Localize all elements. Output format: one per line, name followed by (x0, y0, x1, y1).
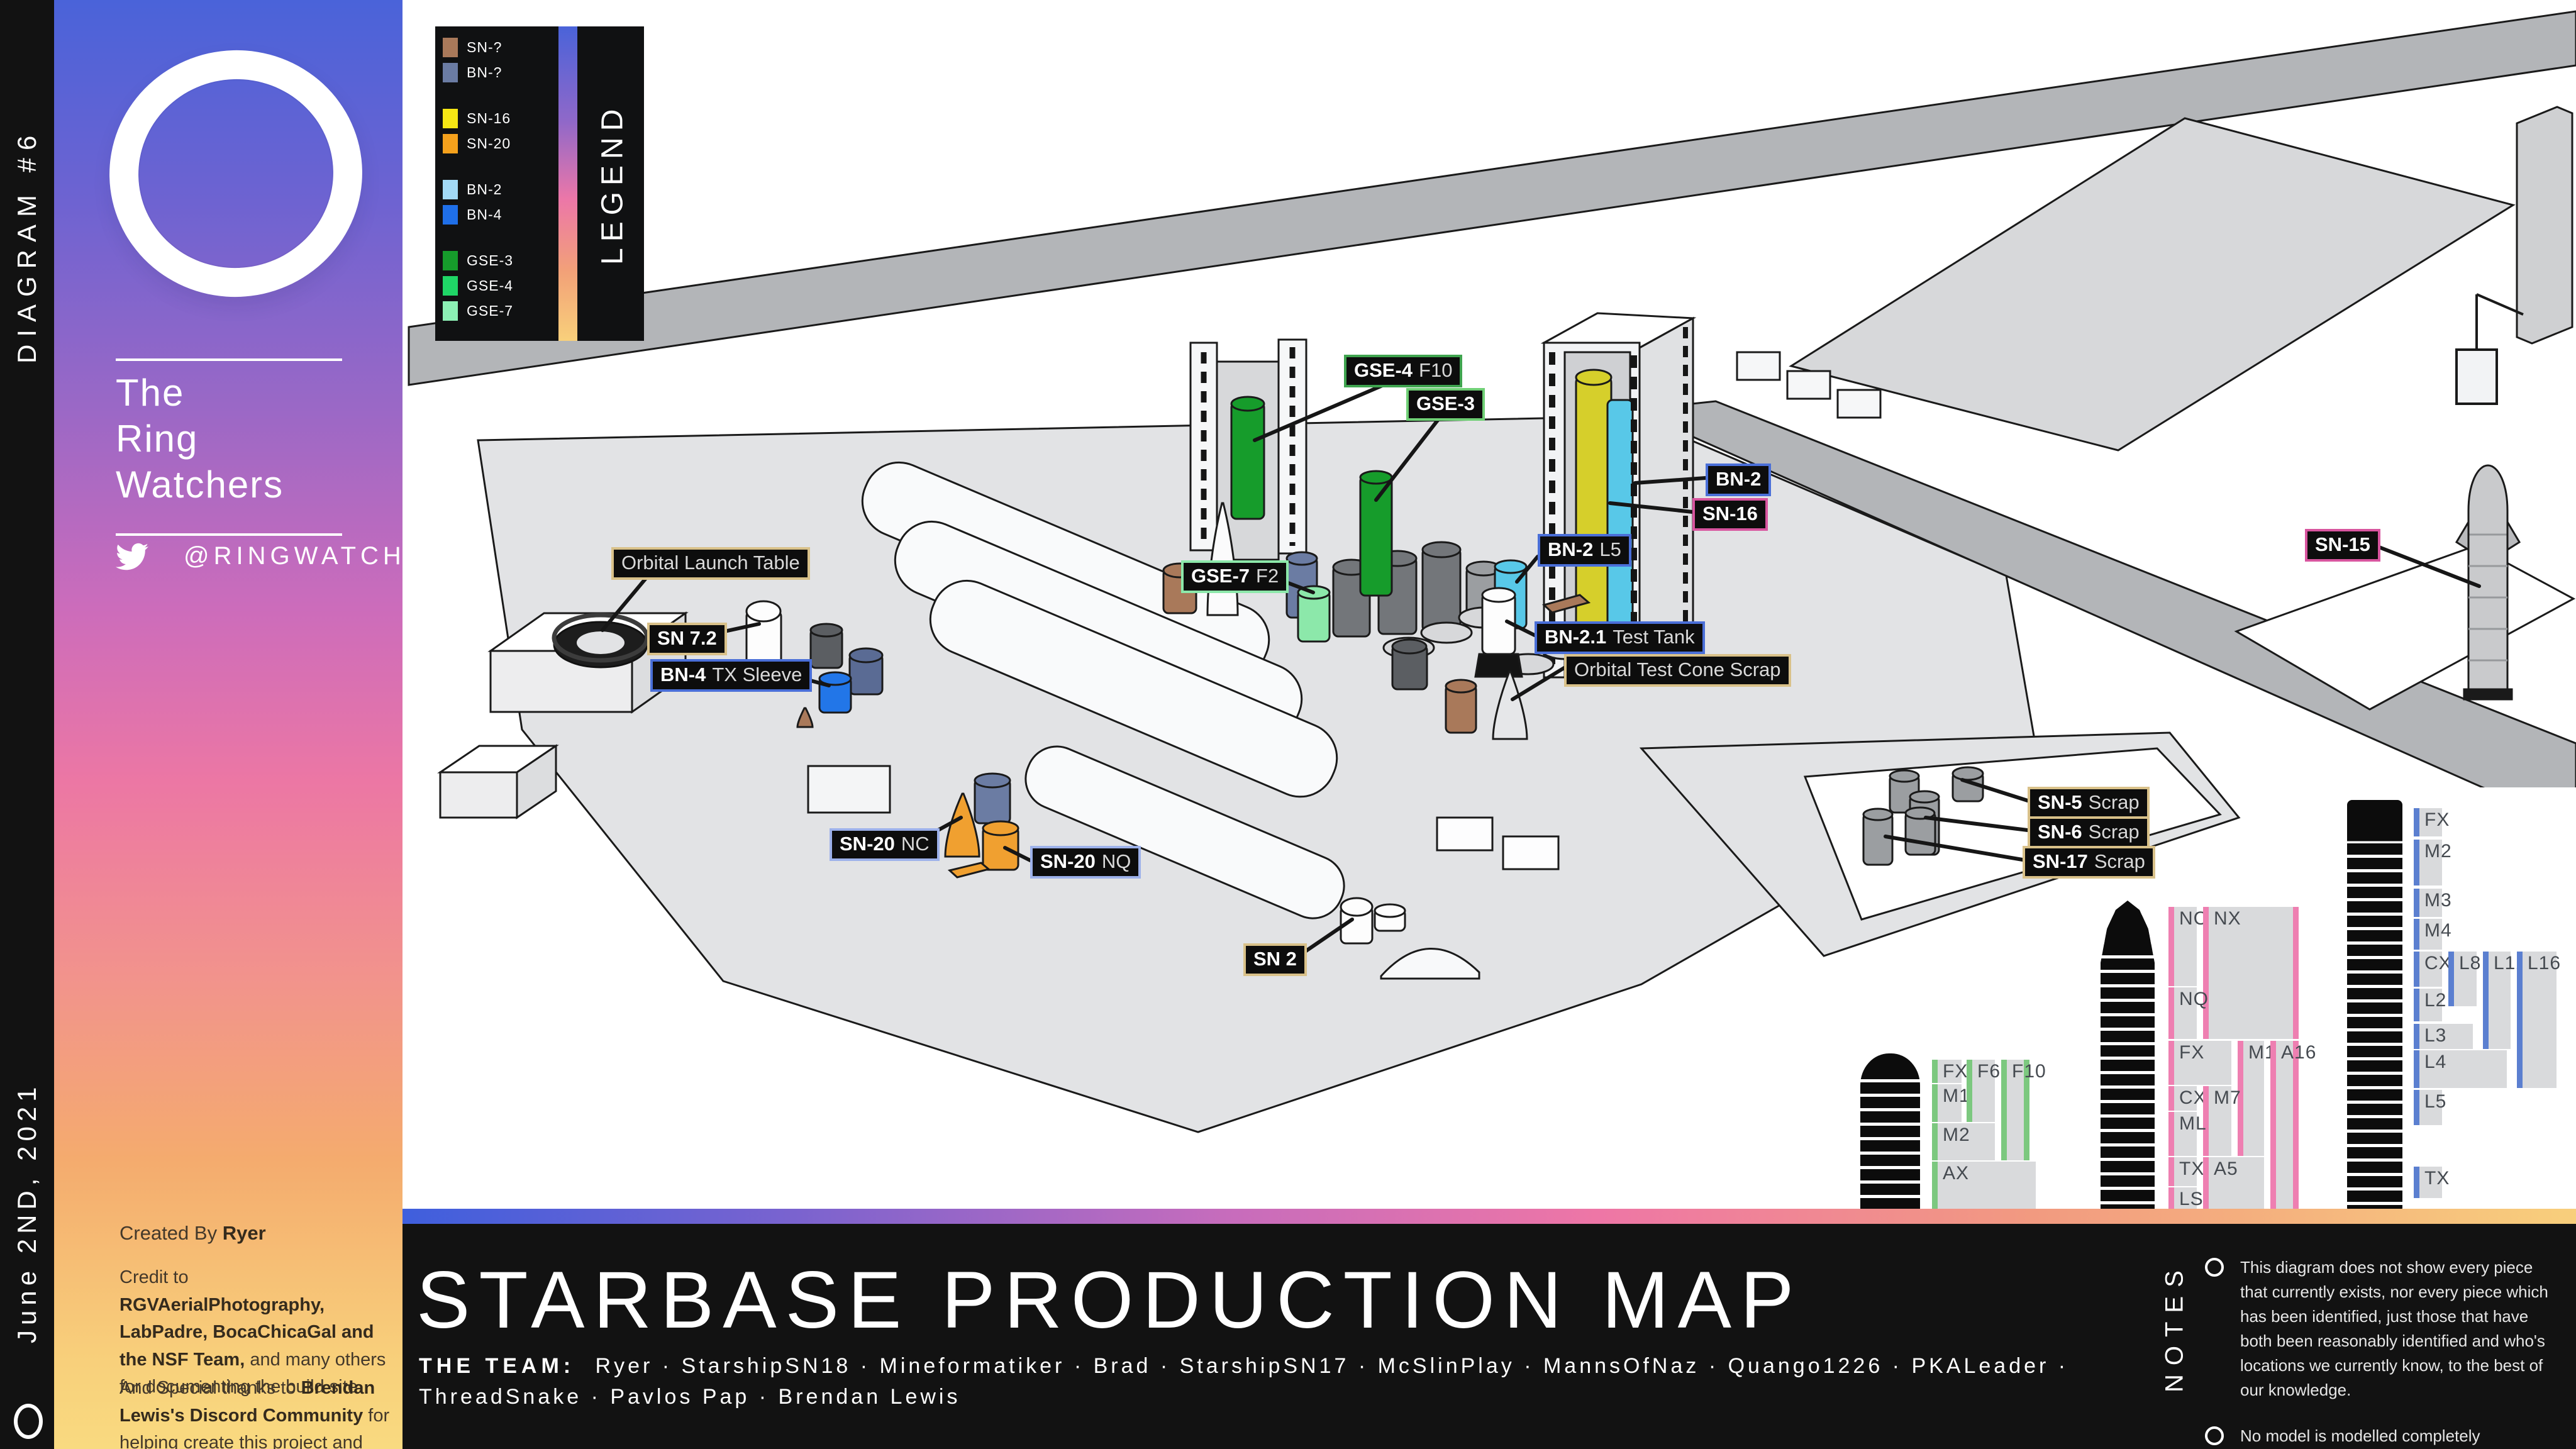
legend-label: GSE-4 (467, 277, 514, 294)
twitter-handle: @RINGWATCHERS (184, 542, 471, 570)
legend-title: LEGEND (596, 103, 630, 265)
legend-swatch (443, 38, 458, 57)
ring-icon (14, 1404, 43, 1439)
legend-item: BN-4 (443, 205, 513, 225)
high-bay (1540, 312, 1697, 679)
legend-swatch (443, 63, 458, 82)
sidebar: The Ring Watchers @RINGWATCHERS Created … (54, 0, 466, 1449)
legend-item: GSE-7 (443, 301, 513, 321)
twitter-link[interactable]: @RINGWATCHERS (116, 542, 470, 570)
legend-swatch (443, 134, 458, 153)
legend-gradient-strip (558, 26, 577, 341)
title-line: Ring (116, 418, 199, 460)
legend-label: GSE-3 (467, 252, 514, 269)
team-label: THE TEAM: (419, 1354, 575, 1378)
credit-paragraph: Credit to RGVAerialPhotography, LabPadre… (119, 1267, 386, 1397)
footer: STARBASE PRODUCTION MAP THE TEAM: Ryer ·… (402, 1224, 2576, 1449)
legend-label: GSE-7 (467, 303, 514, 319)
created-by: Created By Ryer (119, 1222, 266, 1244)
credit-paragraph: And Special thanks to Brendan Lewis's Di… (119, 1378, 390, 1449)
title-line: The (116, 372, 185, 414)
diagram-date: June 2ND, 2021 (12, 1082, 42, 1343)
title-line: Watchers (116, 464, 284, 506)
twitter-bird-icon (116, 543, 148, 570)
legend-swatch (443, 180, 458, 199)
ring-bullet-icon (2205, 1258, 2224, 1277)
orbital-launch-table (552, 613, 650, 669)
note-item: This diagram does not show every piece t… (2205, 1255, 2550, 1402)
notes-title: NOTES (2160, 1262, 2189, 1392)
legend-item: BN-? (443, 63, 513, 82)
legend-item: GSE-3 (443, 251, 513, 270)
legend-item: GSE-4 (443, 276, 513, 296)
note-item: No model is modelled completely accurate… (2205, 1424, 2550, 1449)
legend-item: SN-? (443, 38, 513, 57)
legend-swatch (443, 205, 458, 225)
main-road (408, 10, 2576, 386)
legend-label: SN-20 (467, 135, 511, 152)
ring-stacks (745, 470, 1984, 945)
legend-label: SN-? (467, 39, 502, 55)
legend-item: SN-16 (443, 109, 513, 128)
divider (116, 358, 342, 361)
page-title: STARBASE PRODUCTION MAP (416, 1255, 1803, 1345)
ring-bullet-icon (2205, 1426, 2224, 1445)
left-edge-strip: DIAGRAM #6 June 2ND, 2021 (0, 0, 54, 1449)
team-names: Ryer · StarshipSN18 · Mineformatiker · B… (419, 1354, 2069, 1409)
ring-watchers-logo-icon (95, 35, 377, 312)
note-text: This diagram does not show every piece t… (2240, 1258, 2548, 1399)
legend-item: SN-20 (443, 134, 513, 153)
sidebar-title: The Ring Watchers (116, 370, 284, 508)
legend-label: BN-2 (467, 181, 502, 197)
sn15-rocket (2455, 464, 2521, 701)
legend-swatch (443, 251, 458, 270)
divider (116, 533, 342, 536)
production-tents (861, 461, 1345, 919)
legend-swatch (443, 109, 458, 128)
team-line: THE TEAM: Ryer · StarshipSN18 · Mineform… (419, 1351, 2230, 1413)
legend-label: BN-4 (467, 206, 502, 223)
note-text: No model is modelled completely accurate… (2240, 1426, 2480, 1445)
windbreak-tower (1189, 338, 1307, 561)
notes-list: This diagram does not show every piece t… (2205, 1255, 2550, 1449)
legend-swatch (443, 301, 458, 321)
legend-label: SN-16 (467, 110, 511, 126)
legend-label: BN-? (467, 64, 502, 80)
diagram-number: DIAGRAM #6 (12, 128, 42, 364)
legend-item: BN-2 (443, 180, 513, 199)
footer-gradient-strip (402, 1209, 2576, 1224)
legend-swatch (443, 276, 458, 296)
